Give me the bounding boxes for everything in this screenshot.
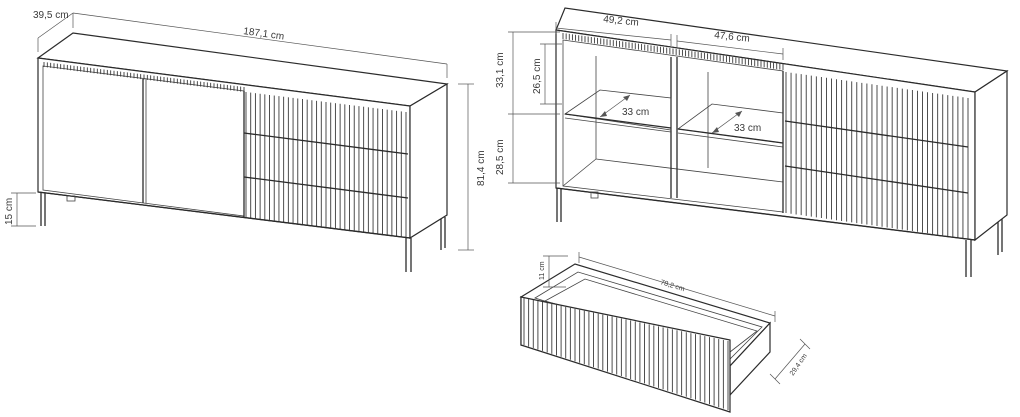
back-leg	[590, 191, 599, 199]
drawer-view: 11 cm 78,2 cm 29,4 cm	[519, 252, 811, 413]
open-sideboard-view: 33 cm 33 cm 49,2 cm 47,6 cm 33,1 cm 26	[495, 7, 1009, 277]
side-face	[974, 69, 1008, 242]
left-shelf	[563, 89, 672, 131]
side-face	[409, 82, 448, 240]
fluted-drawers	[785, 72, 969, 239]
left-shelf-depth-label: 33 cm	[622, 107, 649, 118]
closed-sideboard-view: 39,5 cm 187,1 cm 81,4 cm 15 cm	[4, 10, 487, 272]
right-shelf-depth-label: 33 cm	[734, 123, 761, 134]
drawer-separator	[243, 132, 409, 155]
left-shelf-edge	[564, 113, 672, 129]
depth-label: 39,5 cm	[33, 10, 69, 21]
leg-height-label: 15 cm	[4, 198, 15, 225]
drawer-depth-label: 29,4 cm	[789, 353, 809, 378]
lower-height-label: 28,5 cm	[495, 139, 506, 175]
fluted-drawer-front	[523, 298, 729, 410]
fluted-top-strip	[562, 33, 784, 70]
drawer-separator	[784, 120, 969, 148]
fluted-top-strip	[43, 62, 245, 92]
upper-outer-height-label: 33,1 cm	[495, 52, 506, 88]
back-leg	[66, 195, 76, 202]
right-compartment-width-label: 47,6 cm	[714, 30, 751, 45]
fluted-drawers	[245, 92, 407, 238]
drawer-separator	[784, 165, 969, 194]
upper-inner-height-label: 26,5 cm	[532, 58, 543, 94]
drawer-separator	[243, 176, 409, 199]
height-label: 81,4 cm	[476, 150, 487, 186]
drawer-height-label: 11 cm	[539, 261, 546, 280]
width-label: 187,1 cm	[243, 26, 285, 42]
left-compartment-width-label: 49,2 cm	[603, 14, 640, 29]
drawer-front-panel	[520, 296, 731, 413]
right-shelf-edge	[677, 128, 784, 144]
